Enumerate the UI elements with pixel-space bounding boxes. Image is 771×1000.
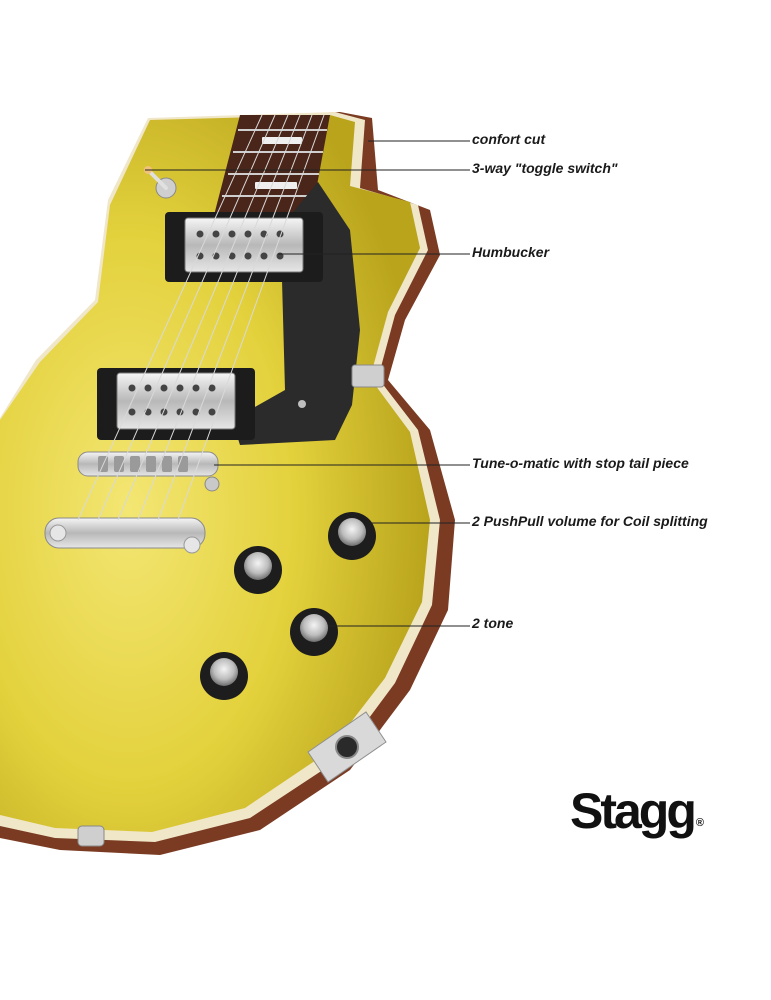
strap-button (77, 825, 105, 847)
tone-knob-2 (200, 652, 248, 700)
callout-toggle-switch: 3-way "toggle switch" (472, 160, 618, 176)
pickguard-bracket (351, 364, 385, 388)
callout-tone: 2 tone (472, 615, 514, 631)
output-jack (307, 711, 387, 783)
bridge-humbucker (97, 368, 255, 440)
volume-knob-2 (234, 546, 282, 594)
registered-mark: ® (695, 817, 705, 829)
callout-confort-cut: confort cut (472, 131, 546, 147)
tone-knob-1 (290, 608, 338, 656)
pickguard (232, 182, 360, 445)
volume-knob-1 (328, 512, 376, 560)
strings (77, 114, 325, 521)
neck-humbucker (165, 212, 323, 282)
stop-tailpiece (44, 517, 206, 554)
fret-inlays (255, 137, 302, 189)
callout-humbucker: Humbucker (472, 244, 550, 260)
callout-tune-o-matic: Tune-o-matic with stop tail piece (472, 455, 689, 471)
callout-push-pull: 2 PushPull volume for Coil splitting (472, 513, 708, 529)
stagg-logo: Stagg® (570, 782, 704, 840)
pickguard-screw (298, 400, 306, 408)
brand-name: Stagg (570, 783, 697, 839)
toggle-switch (144, 166, 177, 199)
leader-lines (145, 140, 470, 627)
